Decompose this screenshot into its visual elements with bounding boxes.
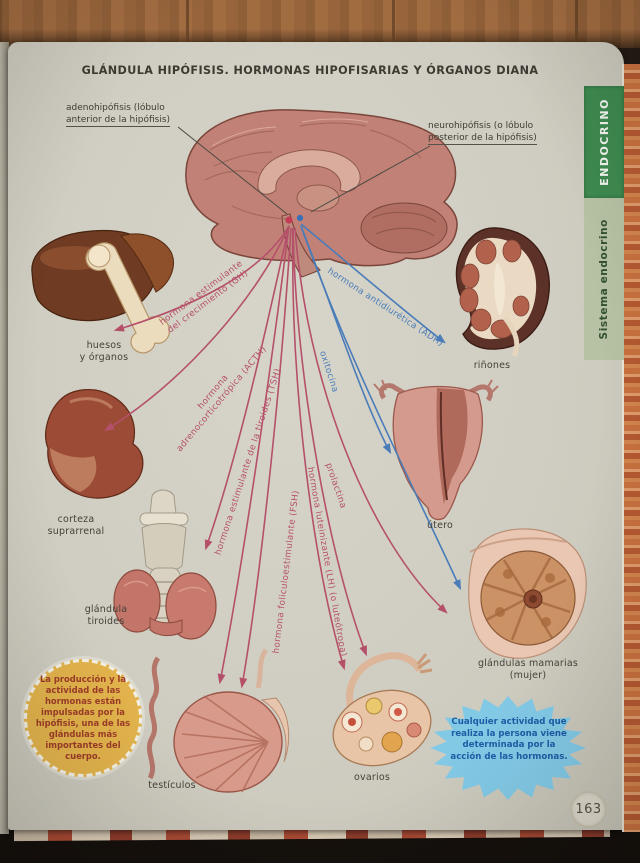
wood-plank-line: [392, 0, 395, 48]
arrow-lh-ovary: [292, 227, 367, 657]
organ-ovaries-label: ovarios: [354, 772, 390, 783]
tab-endocrino: ENDOCRINO: [584, 86, 624, 198]
right-page-stack: [622, 64, 640, 832]
arrow-lh-testis: [239, 227, 292, 689]
arrow-oxytocin-mammary: [300, 225, 461, 591]
hormone-oxytocin-label: oxitocina: [317, 349, 340, 394]
adenohypophysis-dot: [285, 216, 293, 224]
arrow-prolactin: [294, 227, 448, 614]
neurohypophysis-label: neurohipófisis (o lóbulo posterior de la…: [428, 121, 537, 146]
left-page-edge: [0, 42, 9, 834]
arrow-acth: [103, 225, 290, 432]
yellow-callout: La producción y la actividad de las horm…: [24, 659, 142, 777]
tab-sistema-endocrino: Sistema endocrino: [584, 198, 624, 360]
arrow-gh: [113, 225, 290, 332]
organ-adrenal-label: corteza suprarrenal: [47, 514, 105, 538]
hormone-fsh-label: hormona foliculoestimulante (FSH): [271, 489, 302, 655]
uterus-illustration: [373, 379, 499, 521]
wood-plank-line: [575, 0, 578, 48]
organ-bones-label: huesos y órganos: [79, 340, 129, 364]
breast-illustration: [468, 528, 587, 659]
neurohypophysis-leader-line: [310, 145, 431, 213]
hormone-gh-label: hormona estimulante del crecimiento (GH): [158, 258, 251, 336]
wooden-table: [0, 0, 640, 48]
organ-uterus-label: útero: [426, 520, 454, 531]
hormone-prolactin-label: prolactina: [323, 461, 348, 510]
arrow-fsh-ovary: [291, 227, 346, 671]
ovary-illustration: [332, 652, 433, 767]
organ-kidneys-label: riñones: [473, 360, 511, 371]
adrenal-illustration: [45, 389, 144, 499]
adenohypophysis-leader-line: [177, 126, 288, 215]
blue-starburst: [430, 696, 586, 800]
organ-thyroid-label: glándula tiroides: [84, 604, 128, 628]
page-title: GLÁNDULA HIPÓFISIS. HORMONAS HIPOFISARIA…: [81, 64, 539, 77]
brain-illustration: [185, 109, 458, 278]
arrow-tsh: [204, 225, 290, 551]
adenohypophysis-label: adenohipófisis (lóbulo anterior de la hi…: [66, 103, 171, 128]
blue-callout-text: Cualquier actividad que realiza la perso…: [450, 717, 568, 762]
arrow-fsh-testis: [217, 225, 290, 685]
organ-mammary-label: glándulas mamarias (mujer): [477, 658, 579, 682]
liver-bone-illustration: [31, 229, 174, 354]
organ-testes-label: testículos: [148, 780, 196, 791]
page-number-stamp: 163: [570, 791, 607, 828]
kidney-illustration: [455, 227, 550, 358]
neurohypophysis-dot: [296, 214, 304, 222]
hormone-adh-label: hormona antidiurética (ADH): [325, 266, 446, 349]
wood-plank-line: [186, 0, 189, 48]
testis-illustration: [146, 648, 290, 793]
thyroid-illustration: [113, 489, 217, 640]
arrow-adh: [300, 223, 446, 344]
